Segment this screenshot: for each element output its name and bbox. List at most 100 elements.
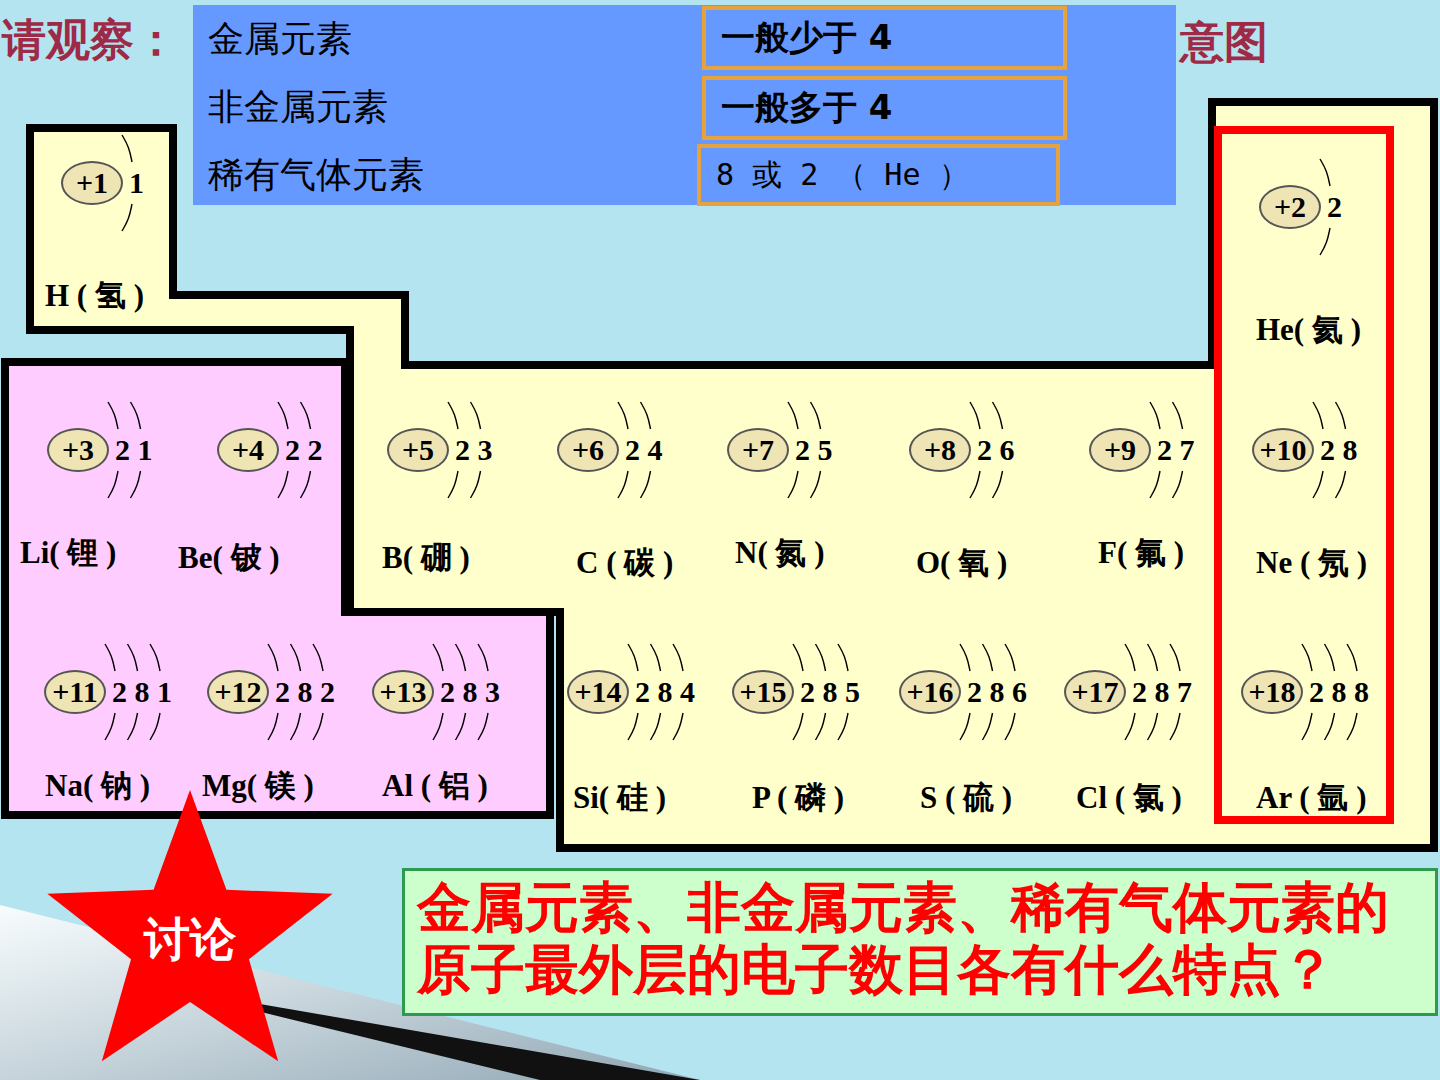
- atom-nucleus: +182 8 8Ar ( 氩 ): [1241, 670, 1303, 714]
- electron-shell-arc: [1325, 644, 1335, 671]
- question-text: 金属元素、非金属元素、稀有气体元素的原子最外层的电子数目各有什么特点？: [417, 877, 1423, 1001]
- electron-shell-arc: [448, 471, 458, 498]
- nuclear-charge: +8: [924, 435, 956, 465]
- electron-shell-arc: [651, 713, 661, 740]
- electron-shell-arc: [1320, 159, 1330, 186]
- element-name: Mg( 镁 ): [202, 768, 314, 804]
- nuclear-charge: +6: [572, 435, 604, 465]
- atom-nucleus: +22He( 氦 ): [1259, 185, 1321, 229]
- electron-shell-arc: [291, 713, 301, 740]
- electron-shell-arc: [628, 713, 638, 740]
- electron-shell-arc: [811, 402, 821, 429]
- electron-shell-arc: [1313, 402, 1323, 429]
- electron-shell-arc: [1302, 713, 1312, 740]
- nuclear-charge: +13: [379, 677, 426, 707]
- electron-shell-arc: [108, 402, 118, 429]
- electron-shell-arc: [673, 644, 683, 671]
- element-name: P ( 磷 ): [752, 780, 844, 816]
- electron-shell-arc: [301, 402, 311, 429]
- element-name: F( 氟 ): [1098, 535, 1184, 571]
- nuclear-charge: +3: [62, 435, 94, 465]
- rule-text: 一般少于 4: [721, 15, 893, 61]
- electron-shell-arc: [1347, 713, 1357, 740]
- electron-shell-arc: [788, 471, 798, 498]
- electron-shell-arc: [1005, 713, 1015, 740]
- electron-shell-arc: [1325, 713, 1335, 740]
- electron-shell-arc: [651, 644, 661, 671]
- nuclear-charge: +7: [742, 435, 774, 465]
- atom-nucleus: +132 8 3Al ( 铝 ): [372, 670, 434, 714]
- electron-shell-arc: [1148, 644, 1158, 671]
- atom-nucleus: +122 8 2Mg( 镁 ): [207, 670, 269, 714]
- element-name: Ne ( 氖 ): [1256, 545, 1367, 581]
- electron-shell-arc: [1320, 228, 1330, 255]
- metal-region: [5, 362, 550, 815]
- element-name: He( 氦 ): [1256, 312, 1361, 348]
- nuclear-charge: +1: [76, 168, 108, 198]
- element-name: O( 氧 ): [916, 545, 1007, 581]
- star-outline: [47, 790, 332, 1061]
- electron-shell-arc: [1347, 644, 1357, 671]
- electron-shell-arc: [618, 471, 628, 498]
- rule-cell: 8 或 2 （ He ）: [697, 144, 1060, 206]
- electron-shell-arc: [268, 713, 278, 740]
- nuclear-charge: +14: [574, 677, 621, 707]
- nuclear-charge: +5: [402, 435, 434, 465]
- electron-shell-arc: [128, 713, 138, 740]
- electron-counts: 2 8 8: [1309, 677, 1369, 707]
- element-name: Al ( 铝 ): [382, 768, 488, 804]
- electron-shell-arc: [983, 644, 993, 671]
- electron-shell-arc: [1150, 471, 1160, 498]
- electron-shell-arc: [793, 644, 803, 671]
- element-name: S ( 硫 ): [920, 780, 1012, 816]
- electron-counts: 2 5: [795, 435, 833, 465]
- electron-shell-arc: [1173, 471, 1183, 498]
- atom-nucleus: +52 3B( 硼 ): [387, 428, 449, 472]
- electron-counts: 2 2: [285, 435, 323, 465]
- electron-shell-arc: [1148, 713, 1158, 740]
- electron-shell-arc: [1005, 644, 1015, 671]
- atom-nucleus: +162 8 6S ( 硫 ): [899, 670, 961, 714]
- atom-nucleus: +11H ( 氢 ): [61, 161, 123, 205]
- electron-shell-arc: [838, 713, 848, 740]
- electron-shell-arc: [1170, 644, 1180, 671]
- element-name: B( 硼 ): [382, 540, 470, 576]
- electron-shell-arc: [628, 644, 638, 671]
- rule-cell: 一般少于 4: [702, 6, 1067, 70]
- nuclear-charge: +11: [52, 677, 97, 707]
- electron-shell-arc: [478, 713, 488, 740]
- atom-nucleus: +42 2Be( 铍 ): [217, 428, 279, 472]
- nuclear-charge: +4: [232, 435, 264, 465]
- electron-shell-arc: [128, 644, 138, 671]
- electron-shell-arc: [313, 713, 323, 740]
- electron-shell-arc: [1302, 644, 1312, 671]
- electron-shell-arc: [268, 644, 278, 671]
- electron-shell-arc: [811, 471, 821, 498]
- electron-shell-arc: [471, 402, 481, 429]
- electron-shell-arc: [150, 713, 160, 740]
- element-name: Ar ( 氩 ): [1256, 780, 1366, 816]
- electron-shell-arc: [478, 644, 488, 671]
- electron-shell-arc: [1336, 471, 1346, 498]
- electron-shell-arc: [313, 644, 323, 671]
- electron-shell-arc: [122, 135, 132, 162]
- rule-text: 8 或 2 （ He ）: [716, 155, 969, 196]
- electron-shell-arc: [983, 713, 993, 740]
- electron-shell-arc: [618, 402, 628, 429]
- electron-shell-arc: [150, 644, 160, 671]
- electron-shell-arc: [278, 471, 288, 498]
- electron-counts: 2 8 7: [1132, 677, 1192, 707]
- nuclear-charge: +17: [1071, 677, 1118, 707]
- electron-counts: 2 8 3: [440, 677, 500, 707]
- atom-nucleus: +172 8 7Cl ( 氯 ): [1064, 670, 1126, 714]
- atom-nucleus: +62 4C ( 碳 ): [557, 428, 619, 472]
- atom-nucleus: +142 8 4Si( 硅 ): [567, 670, 629, 714]
- electron-shell-arc: [1336, 402, 1346, 429]
- electron-shell-arc: [970, 471, 980, 498]
- electron-shell-arc: [788, 402, 798, 429]
- electron-shell-arc: [433, 644, 443, 671]
- electron-shell-arc: [838, 644, 848, 671]
- electron-shell-arc: [641, 471, 651, 498]
- electron-shell-arc: [291, 644, 301, 671]
- electron-counts: 2 3: [455, 435, 493, 465]
